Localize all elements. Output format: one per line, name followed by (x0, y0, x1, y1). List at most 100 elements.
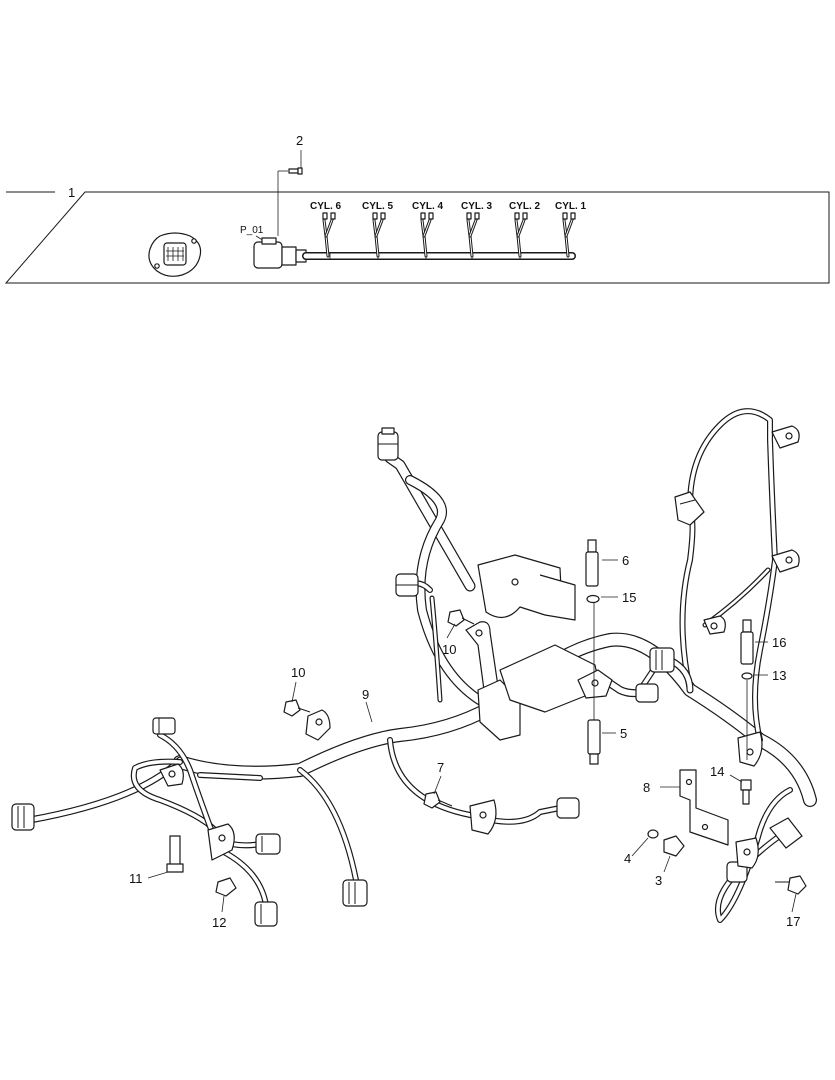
injector-terminal-icon (380, 212, 386, 220)
callout-14: 14 (710, 764, 724, 779)
injector-terminal-icon (474, 212, 480, 220)
cyl-wire-fill (565, 219, 573, 237)
sensor-connector-icon (649, 647, 675, 673)
main-connector-icon (253, 237, 307, 269)
washer-icon (647, 829, 659, 839)
callout-17: 17 (786, 914, 800, 929)
callout-5: 5 (620, 726, 627, 741)
callout-13: 13 (772, 668, 786, 683)
callout-11: 11 (129, 871, 143, 886)
sensor-connector-icon (395, 573, 419, 597)
bolt-icon (663, 835, 685, 857)
main-harness (26, 408, 817, 923)
cyl-3-label: CYL. 3 (461, 201, 493, 212)
injector-terminal-icon (372, 212, 378, 220)
sensor-connector-icon (769, 817, 803, 849)
standoff-icon (740, 619, 754, 665)
bolt-icon (775, 875, 807, 895)
callout-6: 6 (622, 553, 629, 568)
callout-10a: 10 (291, 665, 305, 680)
screw-icon (288, 167, 303, 175)
branch-wire-fill (198, 773, 262, 780)
injector-terminal-icon (466, 212, 472, 220)
callout-12: 12 (212, 915, 226, 930)
standoff-icon (585, 539, 599, 587)
injector-terminal-icon (420, 212, 426, 220)
cyl-5-label: CYL. 5 (362, 201, 394, 212)
callout-4: 4 (624, 851, 631, 866)
mount-block-icon (577, 669, 613, 699)
bolt-icon (447, 609, 475, 627)
injector-terminal-icon (570, 212, 576, 220)
callout-16: 16 (772, 635, 786, 650)
injector-terminal-icon (330, 212, 336, 220)
clip-icon (771, 549, 800, 573)
sensor-connector-icon (11, 803, 35, 831)
clip-icon (159, 763, 184, 787)
callouts: 6 15 5 16 13 14 8 4 3 17 10 10 9 7 11 12 (129, 553, 800, 930)
sensor-connector-icon (377, 427, 399, 461)
washer-icon (741, 672, 753, 680)
bolt-icon (283, 699, 311, 717)
clip-icon (735, 837, 759, 869)
cyl-2-label: CYL. 2 (509, 201, 541, 212)
sensor-connector-icon (255, 833, 281, 855)
callout-7: 7 (437, 760, 444, 775)
upper-conduit-fill (385, 453, 475, 591)
branch-wire-fill (218, 848, 268, 907)
callout-10b: 10 (442, 642, 456, 657)
clip-icon (305, 709, 331, 741)
branch-wire (26, 756, 184, 824)
injector-terminal-icon (514, 212, 520, 220)
clip-icon (469, 799, 497, 835)
branch-wire-fill (298, 768, 358, 882)
bolt-icon (215, 877, 237, 897)
callout-3: 3 (655, 873, 662, 888)
bracket-icon (679, 769, 729, 846)
callout-1: 1 (68, 185, 75, 200)
cyl-wire-fill (469, 219, 477, 237)
sensor-connector-icon (674, 491, 705, 526)
clip-icon (771, 425, 800, 449)
callout-8: 8 (643, 780, 650, 795)
bolt-icon (740, 779, 752, 805)
injector-terminal-icon (562, 212, 568, 220)
sensor-connector-icon (342, 879, 368, 907)
injector-terminal-icon (522, 212, 528, 220)
cyl-wire-fill (517, 219, 525, 237)
standoff-icon (587, 719, 601, 765)
sensor-connector-icon (254, 901, 278, 927)
upper-conduit-2-fill (406, 476, 492, 709)
sensor-connector-icon (152, 717, 176, 735)
sensor-connector-icon (635, 683, 659, 703)
injector-terminal-icon (428, 212, 434, 220)
injector-terminal-icon (322, 212, 328, 220)
branch-wire (157, 732, 218, 843)
clip-icon (703, 615, 726, 635)
engine-connector-icon (477, 554, 576, 621)
clip-icon (207, 823, 235, 861)
branch-wire-fill (132, 759, 217, 832)
branch-wire-fill (27, 757, 183, 823)
washer-icon (586, 594, 600, 604)
cyl-wire-fill (375, 219, 383, 237)
sensor-connector-icon (556, 797, 580, 819)
branch-wire-fill (158, 733, 217, 842)
callout-2: 2 (296, 133, 303, 148)
harness-sleeve-icon (477, 644, 601, 741)
callout-9: 9 (362, 687, 369, 702)
branch-wire (217, 847, 269, 908)
branch-wire-fill (688, 409, 777, 742)
cyl-wire-fill (423, 219, 431, 237)
connector-face-icon (148, 232, 202, 277)
detail-frame (4, 191, 830, 284)
cyl-wire-fill (325, 219, 333, 237)
cyl-6-label: CYL. 6 (310, 201, 342, 212)
bolt-icon (166, 835, 184, 873)
cyl-4-label: CYL. 4 (412, 201, 444, 212)
branch-wire-fill (388, 738, 562, 824)
cylinder-drops (322, 212, 576, 258)
injector-harness-detail: 1 2 P_01 (4, 133, 830, 284)
callout-15: 15 (622, 590, 636, 605)
